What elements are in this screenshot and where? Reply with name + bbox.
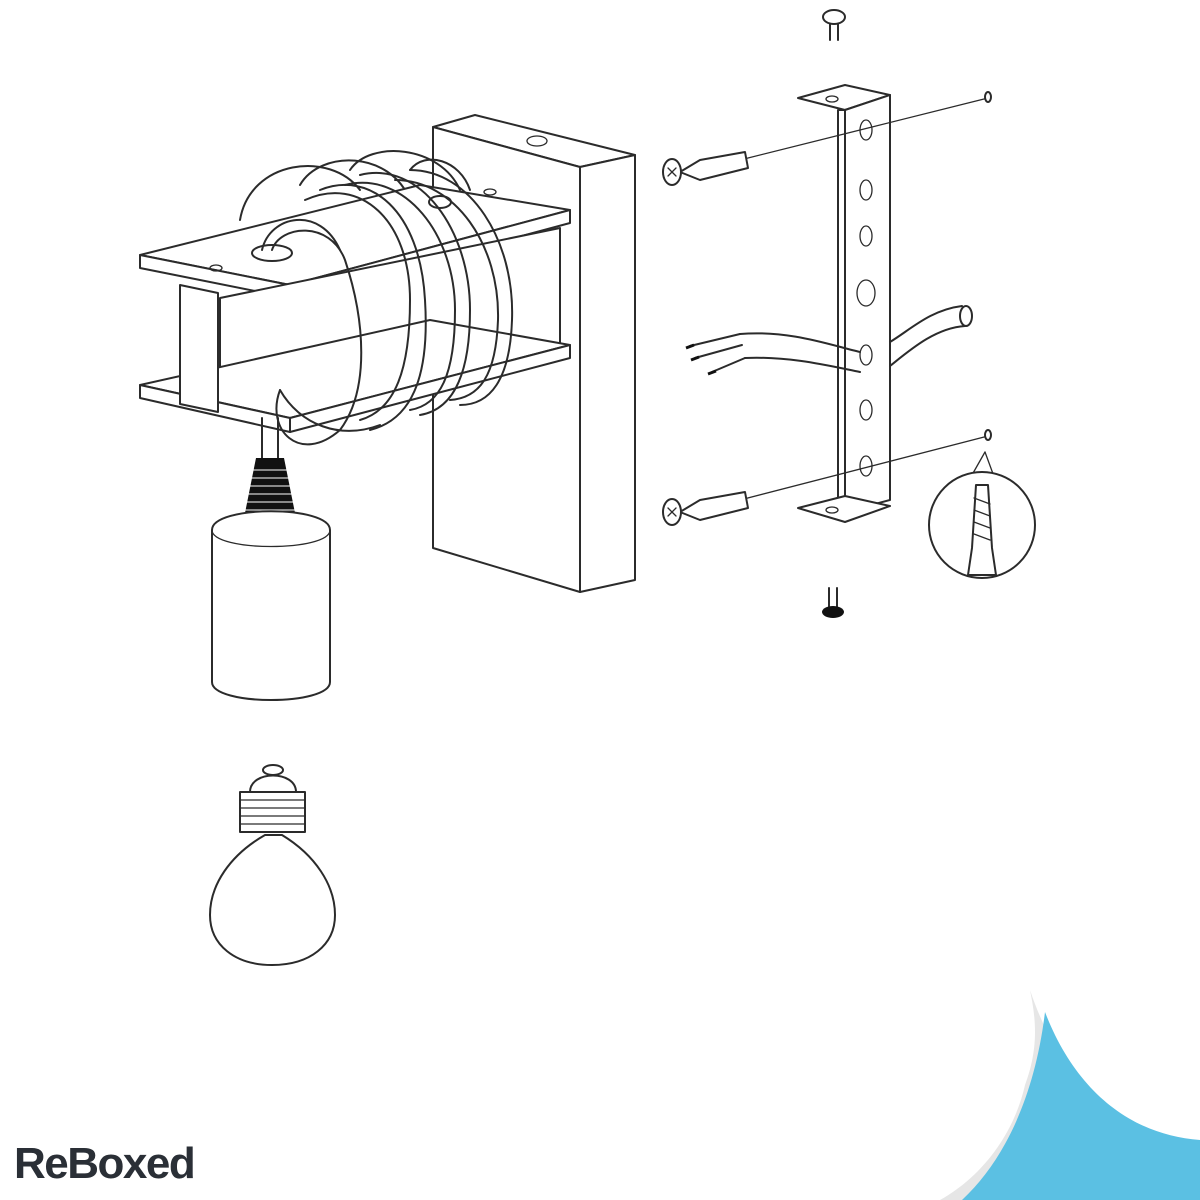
lamp-socket bbox=[211, 510, 331, 701]
cord-grip bbox=[244, 458, 296, 518]
page-curl-icon bbox=[940, 990, 1200, 1200]
light-bulb bbox=[209, 764, 336, 966]
socket-cable bbox=[261, 417, 279, 459]
top-screw bbox=[822, 9, 846, 41]
reboxed-logo: ReBoxed bbox=[14, 1139, 196, 1188]
bottom-screw bbox=[822, 587, 844, 618]
wall-screw-top bbox=[662, 91, 992, 186]
mounting-bracket bbox=[797, 84, 891, 523]
wall-plug-detail bbox=[928, 451, 1036, 579]
mains-cable bbox=[685, 305, 973, 376]
coiled-cable-back bbox=[239, 150, 471, 221]
coiled-cable-front bbox=[261, 169, 514, 446]
wall-screw-bottom bbox=[662, 429, 992, 526]
i-beam-channel bbox=[139, 184, 571, 433]
